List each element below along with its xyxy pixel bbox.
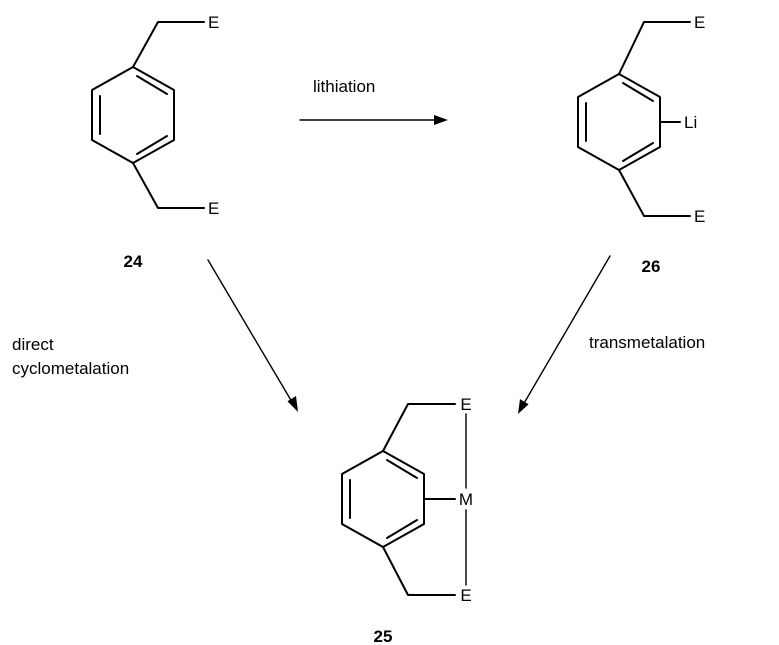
compound-25-benzene-ring xyxy=(341,450,425,548)
arrow-head xyxy=(287,396,298,412)
compound-24-bottom-arm xyxy=(132,162,205,209)
compound-26-bottom-arm xyxy=(618,169,691,217)
compound-26-atom-li: Li xyxy=(684,113,697,132)
compound-26-atom-bottom: E xyxy=(694,207,705,226)
compound-26-double-bond xyxy=(622,82,654,102)
condition-line-1: direct xyxy=(12,335,54,354)
compound-24-double-bond xyxy=(136,75,168,95)
compound-25-label: 25 xyxy=(374,627,393,645)
reaction-arrow-direct-cyclometalation xyxy=(207,259,298,412)
reaction-arrow-transmetalation xyxy=(518,255,611,414)
condition-lithiation: lithiation xyxy=(313,77,375,96)
compound-24: E E 24 xyxy=(91,13,219,271)
compound-25-bottom-arm xyxy=(382,546,456,596)
condition-direct-cyclometalation: direct cyclometalation xyxy=(12,335,129,378)
compound-25-top-arm xyxy=(382,403,456,452)
compound-24-top-arm xyxy=(132,21,205,68)
condition-line-2: cyclometalation xyxy=(12,359,129,378)
compound-25: E M E 25 xyxy=(341,395,473,645)
compound-24-atom-top: E xyxy=(208,13,219,32)
condition-transmetalation: transmetalation xyxy=(589,333,705,352)
arrow-shaft xyxy=(522,255,611,406)
compound-24-label: 24 xyxy=(124,252,143,271)
reaction-arrow-lithiation xyxy=(299,115,448,125)
compound-26-benzene-ring xyxy=(577,73,661,171)
arrow-shaft xyxy=(207,259,293,403)
compound-25-double-bond xyxy=(386,519,418,539)
compound-25-atom-bottom: E xyxy=(460,586,471,605)
compound-25-atom-m: M xyxy=(459,490,473,509)
compound-26-double-bond xyxy=(622,142,654,162)
compound-26-top-arm xyxy=(618,21,691,75)
arrow-head xyxy=(434,115,448,125)
compound-26: E Li E 26 xyxy=(577,13,705,276)
compound-26-label: 26 xyxy=(642,257,661,276)
compound-24-benzene-ring xyxy=(91,66,175,164)
compound-26-atom-top: E xyxy=(694,13,705,32)
compound-24-double-bond xyxy=(136,135,168,155)
compound-25-atom-top: E xyxy=(460,395,471,414)
compound-25-double-bond xyxy=(386,459,418,479)
arrow-head xyxy=(518,399,529,414)
compound-24-atom-bottom: E xyxy=(208,199,219,218)
